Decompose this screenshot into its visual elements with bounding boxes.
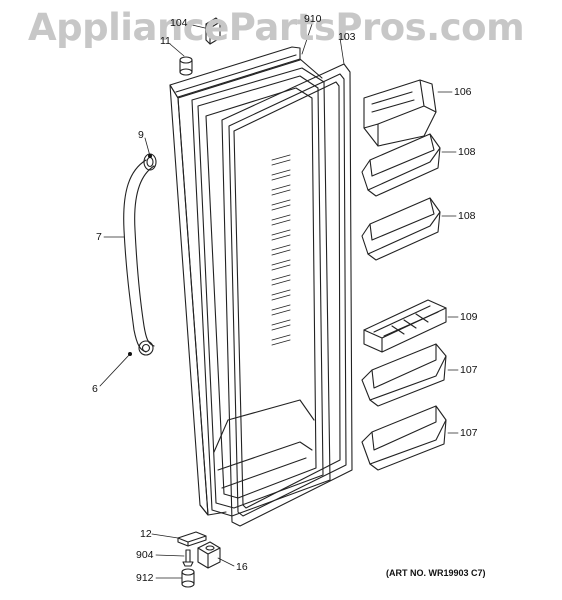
- door-handle: [123, 153, 157, 356]
- part-label-109: 109: [460, 311, 478, 323]
- part-label-104: 104: [170, 17, 188, 29]
- part-label-7: 7: [96, 231, 102, 243]
- part-label-11: 11: [160, 35, 171, 47]
- screw-904: [182, 549, 194, 567]
- door-gasket: [221, 63, 353, 527]
- part-label-12: 12: [140, 528, 152, 540]
- part-label-107-bottom: 107: [460, 427, 478, 439]
- door-bin-107-top: [361, 343, 447, 407]
- art-number: (ART NO. WR19903 C7): [386, 568, 486, 578]
- liner-shelf-rails: [271, 154, 291, 346]
- part-label-108-bottom: 108: [458, 210, 476, 222]
- part-label-9: 9: [138, 129, 144, 141]
- door-bin-108-bottom: [361, 197, 441, 261]
- part-label-103: 103: [338, 31, 356, 43]
- leader-lines: [99, 23, 459, 579]
- hinge-pin-11: [179, 56, 193, 76]
- door-bin-107-bottom: [361, 405, 447, 471]
- hinge-cap-104: [205, 17, 221, 45]
- part-label-16: 16: [236, 561, 248, 573]
- part-label-912: 912: [136, 572, 154, 584]
- door-outer-panel: [169, 46, 323, 516]
- door-inner-liner: [191, 67, 331, 517]
- part-label-6: 6: [92, 383, 98, 395]
- bushing-912: [181, 568, 195, 588]
- part-label-107-top: 107: [460, 364, 478, 376]
- part-label-106: 106: [454, 86, 472, 98]
- bracket-12: [177, 531, 207, 547]
- watermark: AppliancePartsPros.com: [28, 6, 525, 49]
- part-label-108-top: 108: [458, 146, 476, 158]
- part-label-904: 904: [136, 549, 154, 561]
- door-bin-108-top: [361, 133, 441, 197]
- hinge-16: [197, 541, 221, 569]
- dairy-cover-106: [363, 79, 437, 147]
- egg-tray-109: [363, 299, 447, 353]
- part-label-910: 910: [304, 13, 322, 25]
